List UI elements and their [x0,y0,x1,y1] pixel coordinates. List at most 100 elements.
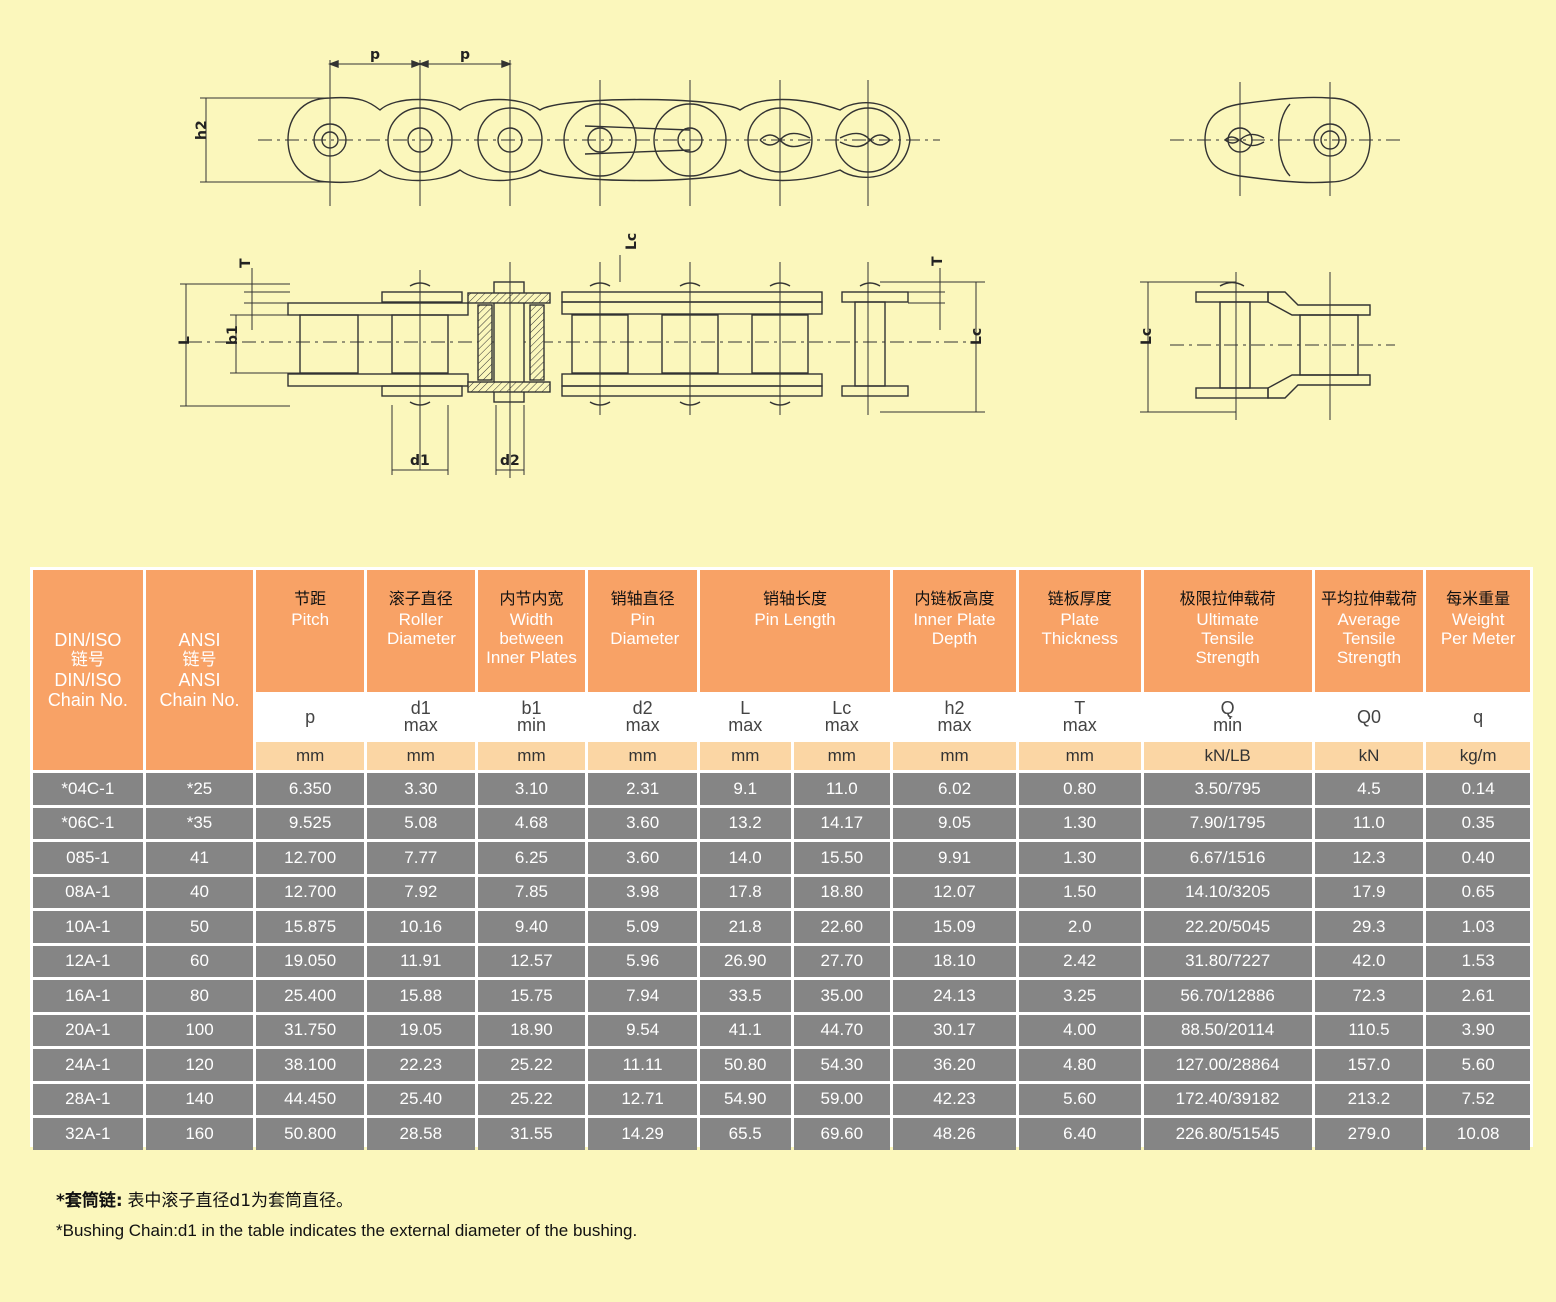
header-ansi: ANSI 链号 ANSI Chain No. [145,570,254,770]
table-cell: 6.40 [1018,1118,1141,1150]
table-cell: 50.800 [256,1118,364,1150]
table-cell: 41 [145,842,254,874]
unit-Q: kN/LB [1143,742,1312,770]
table-cell: 5.96 [588,945,697,977]
table-cell: *25 [145,773,254,805]
table-cell: 7.94 [588,980,697,1012]
table-cell: 6.350 [256,773,364,805]
table-cell: 69.60 [793,1118,891,1150]
table-cell: 6.25 [477,842,586,874]
table-cell: 120 [145,1049,254,1081]
table-cell: 25.40 [366,1083,475,1115]
table-cell: 44.70 [793,1014,891,1046]
table-cell: 140 [145,1083,254,1115]
table-cell: 17.9 [1314,876,1424,908]
dim-label-T-right: T [930,256,946,266]
table-cell: 14.29 [588,1118,697,1150]
table-cell: 226.80/51545 [1143,1118,1312,1150]
table-cell: 7.90/1795 [1143,807,1312,839]
table-cell: 2.61 [1426,980,1530,1012]
table-cell: 2.42 [1018,945,1141,977]
table-cell: 18.10 [893,945,1016,977]
header-ansi-bottom: ANSI Chain No. [159,670,240,710]
table-cell: 15.875 [256,911,364,943]
table-cell: *04C-1 [33,773,143,805]
table-cell: 3.10 [477,773,586,805]
table-cell: 08A-1 [33,876,143,908]
table-cell: 9.525 [256,807,364,839]
footnote-en: *Bushing Chain:d1 in the table indicates… [56,1221,638,1240]
table-cell: 24A-1 [33,1049,143,1081]
unit-Lc: mm [793,742,891,770]
header-ansi-cn: 链号 [182,650,217,670]
table-cell: 110.5 [1314,1014,1424,1046]
table-cell: 12.71 [588,1083,697,1115]
table-cell: 1.30 [1018,807,1141,839]
table-cell: 3.90 [1426,1014,1530,1046]
unit-d1: mm [366,742,475,770]
table-cell: 25.22 [477,1083,586,1115]
unit-d2: mm [588,742,697,770]
footnote-cn-text: 表中滚子直径d1为套筒直径。 [127,1191,354,1211]
table-cell: 2.0 [1018,911,1141,943]
dim-label-d1: d1 [410,453,430,469]
spec-table-container: DIN/ISO 链号 DIN/ISO Chain No. ANSI 链号 ANS… [30,567,1533,1150]
unit-Q0: kN [1314,742,1424,770]
table-cell: 24.13 [893,980,1016,1012]
table-cell: 9.05 [893,807,1016,839]
header-din-bottom: DIN/ISO Chain No. [47,670,128,710]
table-cell: 3.50/795 [1143,773,1312,805]
table-cell: 1.30 [1018,842,1141,874]
table-cell: 0.65 [1426,876,1530,908]
table-cell: 4.00 [1018,1014,1141,1046]
table-cell: 160 [145,1118,254,1150]
table-cell: 54.90 [699,1083,791,1115]
table-cell: 29.3 [1314,911,1424,943]
chain-side-outline [287,96,911,184]
table-cell: 172.40/39182 [1143,1083,1312,1115]
table-cell: 3.60 [588,842,697,874]
table-cell: 59.00 [793,1083,891,1115]
table-cell: 0.35 [1426,807,1530,839]
table-cell: 279.0 [1314,1118,1424,1150]
table-cell: 15.09 [893,911,1016,943]
table-cell: 0.14 [1426,773,1530,805]
table-cell: 18.80 [793,876,891,908]
table-cell: 213.2 [1314,1083,1424,1115]
chain-drawings: p p h2 T T Lc L b1 Lc Lc d1 d2 [0,0,1556,540]
table-cell: 15.88 [366,980,475,1012]
table-cell: 80 [145,980,254,1012]
table-cell: 3.30 [366,773,475,805]
footnote: *套筒链: 表中滚子直径d1为套筒直径。 *Bushing Chain:d1 i… [56,1186,637,1246]
table-cell: 26.90 [699,945,791,977]
table-cell: 65.5 [699,1118,791,1150]
table-cell: 20A-1 [33,1014,143,1046]
table-cell: 4.80 [1018,1049,1141,1081]
table-cell: 31.80/7227 [1143,945,1312,977]
table-cell: 22.23 [366,1049,475,1081]
table-cell: 1.03 [1426,911,1530,943]
table-cell: 56.70/12886 [1143,980,1312,1012]
table-cell: 12.700 [256,876,364,908]
dim-label-b1: b1 [225,325,241,345]
footnote-cn-label: *套筒链: [56,1191,123,1211]
table-cell: 100 [145,1014,254,1046]
table-cell: 4.68 [477,807,586,839]
dim-label-Lc-top: Lc [624,233,640,250]
header-din-top: DIN/ISO [54,630,122,650]
dim-label-d2: d2 [500,453,520,469]
table-cell: 12.07 [893,876,1016,908]
